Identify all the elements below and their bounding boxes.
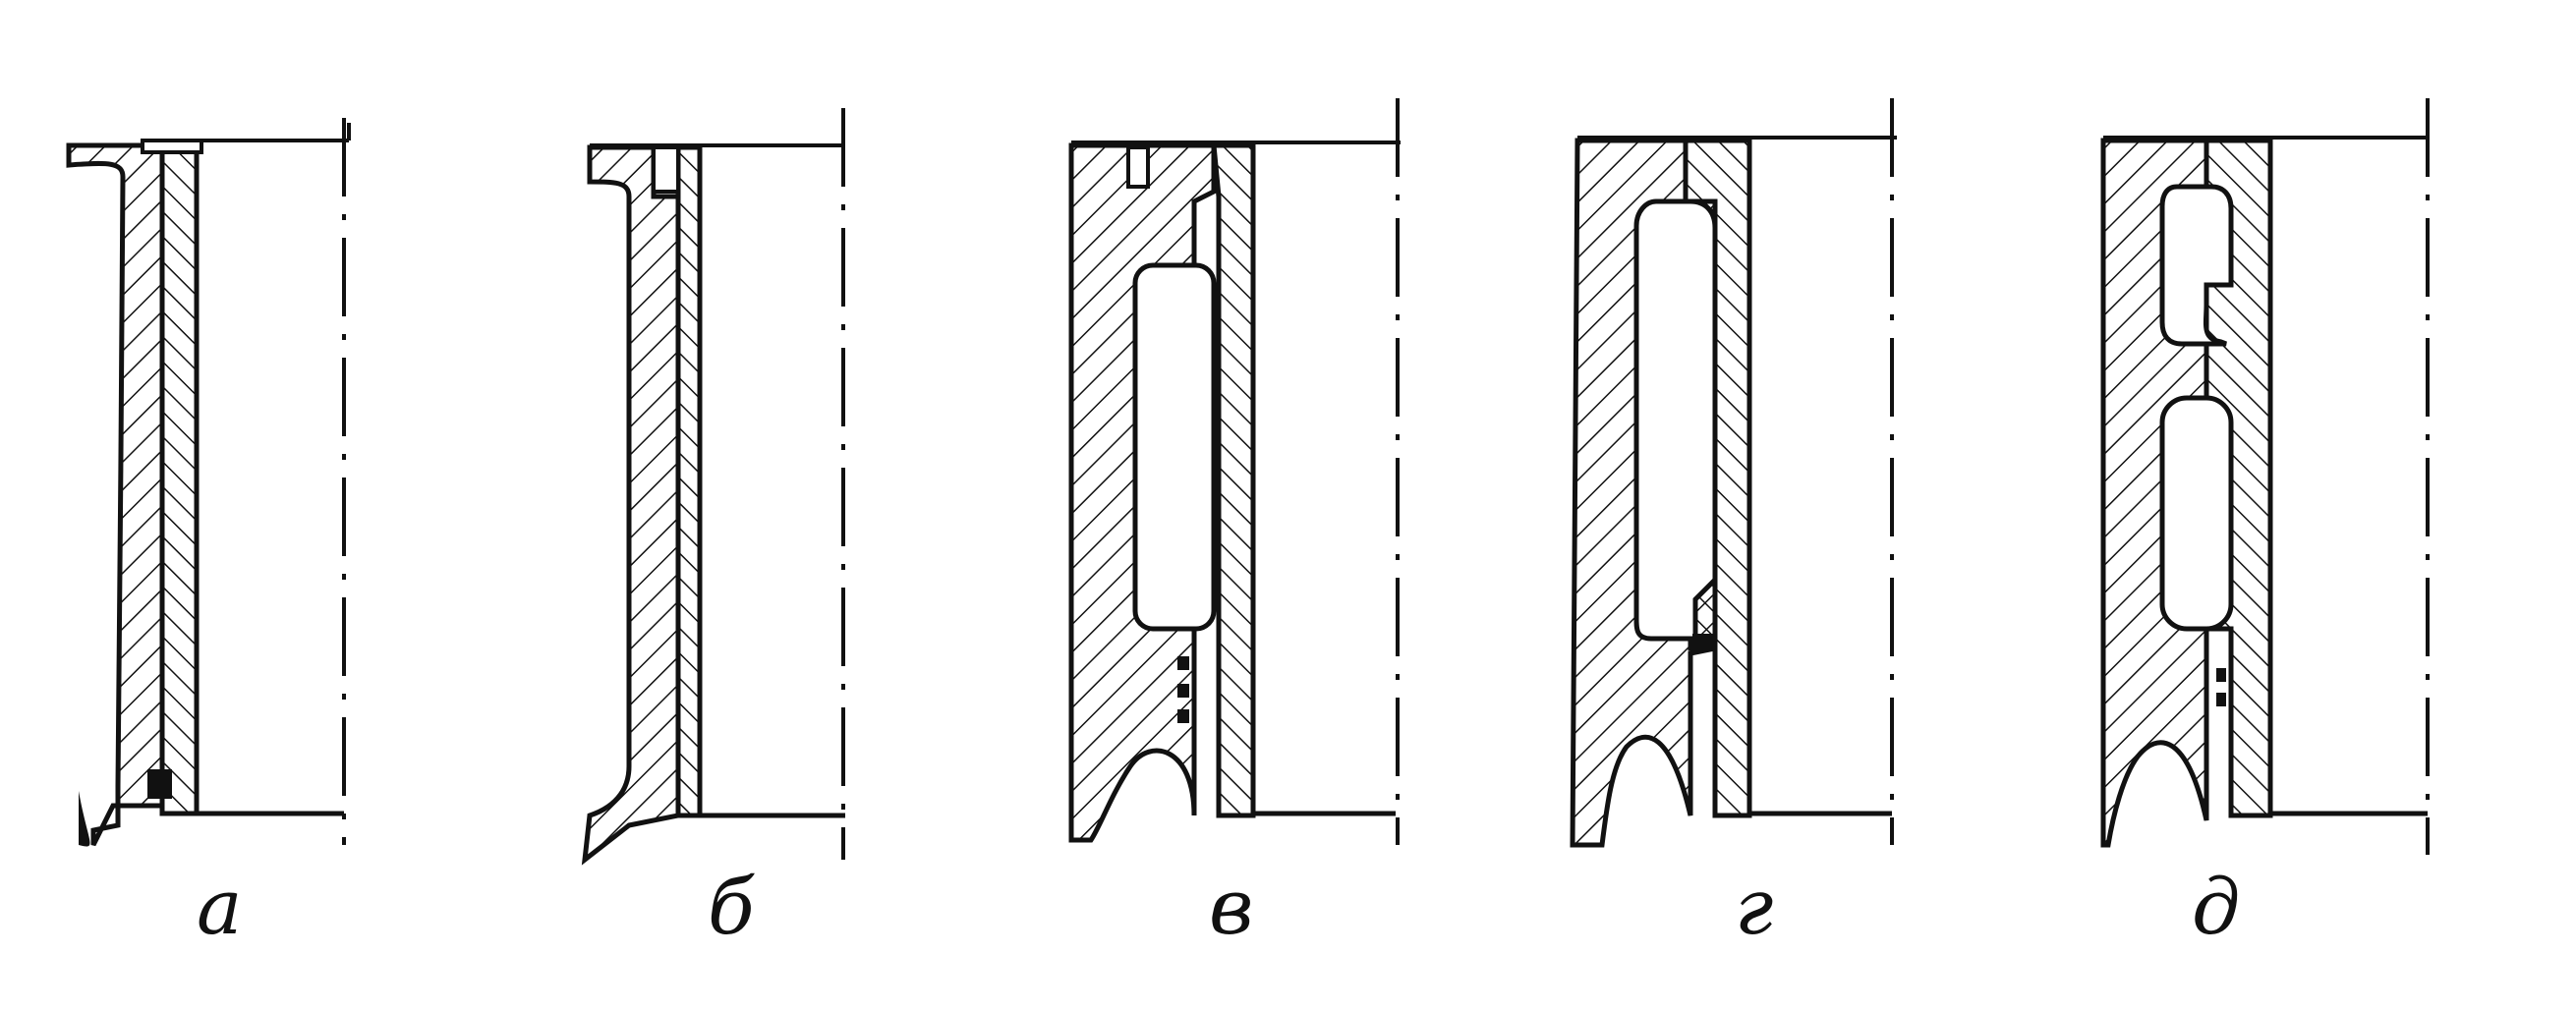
block-wall [66,142,165,847]
seal-ring [1177,656,1189,670]
liner-wall [675,144,703,818]
seal-ring [1177,684,1189,698]
figure-v: в [1068,98,1401,952]
liner-wall [1211,142,1256,818]
figure-label: в [1209,864,1253,952]
top-groove [1126,145,1150,189]
liner-flange [141,139,203,154]
water-jacket-upper [2159,184,2234,347]
figure-d: д [2100,98,2430,952]
water-jacket-lower [2159,395,2234,632]
figure-a: а [66,118,351,952]
figure-label: б [708,864,755,952]
block-wall [581,144,681,866]
seal-ring [1177,709,1189,723]
water-jacket [1132,262,1217,632]
liner-flange [652,145,680,194]
figure-label: а [197,864,243,952]
water-jacket [1633,198,1718,642]
seal-ring [147,769,172,799]
figure-label: д [2192,864,2240,952]
seal-ring [2216,693,2226,706]
block-foot [79,791,90,847]
figure-label: г [1735,864,1773,952]
figure-b: б [581,108,845,952]
seal-ring [1692,634,1717,647]
seal-ring [2216,668,2226,682]
figure-g: г [1570,98,1897,952]
liner-wall [159,142,200,816]
